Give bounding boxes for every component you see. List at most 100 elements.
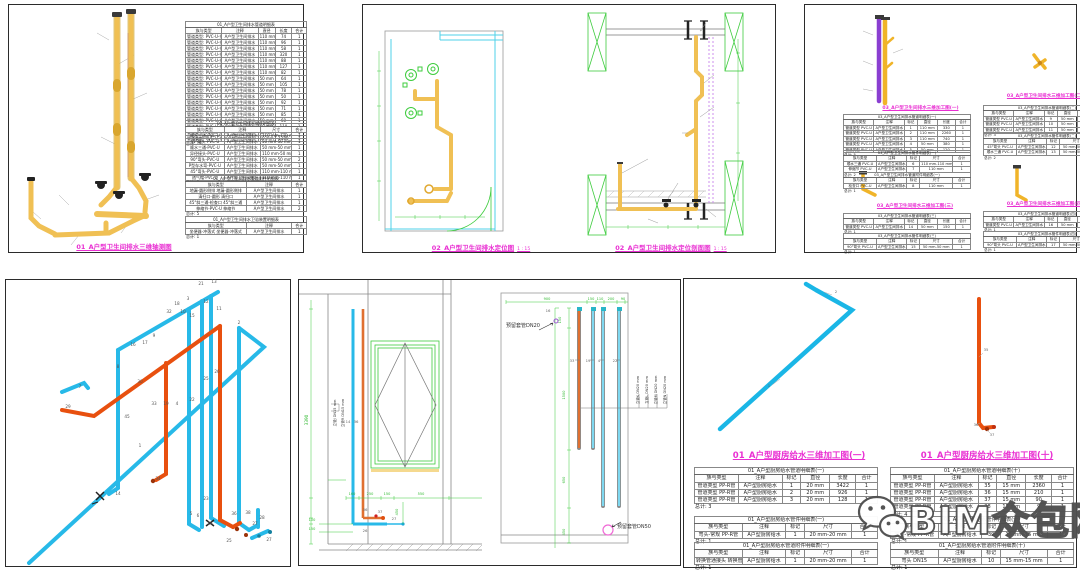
svg-text:26: 26	[207, 521, 213, 526]
svg-text:45: 45	[124, 414, 130, 419]
svg-text:8: 8	[117, 364, 120, 369]
schedule-accessories: 01_A户型卫生间排水管道附件明细表族与类型注释合计地漏-圆形侧排 地漏-圆形侧…	[185, 175, 307, 217]
svg-text:22: 22	[189, 397, 195, 402]
svg-text:150: 150	[558, 317, 562, 324]
top-dimension-line	[505, 300, 628, 548]
frame	[500, 292, 629, 544]
caption-supply-1: 01_A户型厨房给水三维加工图(一)	[732, 451, 866, 461]
svg-text:33: 33	[570, 358, 575, 363]
floor-drain-fittings	[27, 173, 151, 199]
svg-text:150: 150	[588, 297, 595, 301]
svg-text:900: 900	[544, 297, 551, 301]
svg-text:6: 6	[197, 513, 200, 518]
caption-part-3: 03_A户型卫生间排水三维加工图(三)	[876, 204, 954, 209]
sheet-drain-fabrication-parts: 03_A户型卫生间排水三维加工图(一) 03_A户型卫生间排水管道明细表(一)族…	[804, 4, 1080, 255]
left-dimensions	[309, 300, 482, 545]
svg-text:32: 32	[166, 309, 172, 314]
sleeve-dn50-arrow	[611, 521, 622, 528]
svg-text:2: 2	[835, 289, 838, 294]
svg-text:1: 1	[139, 443, 142, 448]
riser-label-bracket	[331, 403, 340, 412]
sleeve-dn20-symbol	[553, 318, 559, 324]
part-stack-pair	[862, 15, 904, 106]
svg-text:29: 29	[65, 404, 71, 409]
right-elev-dims	[567, 307, 571, 544]
caption-part-1: 03_A户型卫生间排水三维加工图(一)	[882, 106, 959, 111]
svg-text:90: 90	[621, 297, 625, 301]
svg-text:650: 650	[562, 477, 566, 484]
caption-part-2: 03_A户型卫生间排水三维加工图(二)	[1006, 94, 1080, 99]
slab-lines	[606, 28, 725, 211]
svg-text:450: 450	[395, 509, 399, 516]
svg-text:10: 10	[180, 309, 186, 314]
part2-fitting-schedule: 03_A户型卫生间排水管件明细表(二)族与类型注释标记尺寸合计45°弯头 PVC…	[982, 132, 1080, 160]
stack-top-caps	[112, 9, 136, 17]
svg-text:26: 26	[214, 369, 220, 374]
svg-text:14: 14	[115, 491, 121, 496]
svg-text:100: 100	[349, 492, 356, 496]
svg-text:18: 18	[174, 301, 180, 306]
left-elevation	[299, 280, 483, 552]
door-diamond	[374, 342, 437, 468]
supply10-fitting-schedule: 01_A户型厨房给水管件明细表(十)族与类型注释标记尺寸合计弯头-常规 PP-R…	[890, 515, 1074, 545]
svg-text:2: 2	[238, 320, 241, 325]
svg-text:150: 150	[309, 527, 316, 531]
svg-text:36: 36	[231, 511, 237, 516]
caption-part-4: 03_A户型卫生间排水三维加工图(四)	[1006, 202, 1080, 207]
part-short-stack	[1013, 165, 1028, 202]
watermark: BIM众包网	[856, 490, 1080, 545]
svg-text:250: 250	[367, 492, 374, 496]
p-trap-fittings	[662, 199, 701, 208]
svg-text:200: 200	[608, 297, 615, 301]
svg-text:37: 37	[990, 432, 995, 437]
sheet-bathroom-drain-isometric: 01_A户型卫生间排水管道明细表族与类型注释直径长度合计管道类型: PVC-U-…	[8, 4, 307, 253]
schedule-fixtures: 01_A户型卫生间排水卫浴装置明细表族与类型注释合计坐便器-冲落式 坐便器-冲落…	[185, 216, 307, 240]
wechat-logo-icon	[857, 495, 908, 541]
wall-columns	[587, 12, 744, 236]
wall-lines	[299, 280, 482, 551]
svg-text:22: 22	[613, 358, 618, 363]
svg-text:23: 23	[203, 496, 209, 501]
plan-dimensions	[377, 51, 485, 221]
svg-text:110: 110	[597, 297, 604, 301]
svg-text:37: 37	[378, 509, 383, 514]
svg-text:11: 11	[216, 306, 222, 311]
svg-text:27: 27	[392, 516, 397, 521]
cold-supply-pipe	[717, 281, 856, 432]
riser-label-bracket-2	[581, 394, 668, 409]
svg-text:预留套管DN50: 预留套管DN50	[617, 523, 651, 530]
section-view	[587, 12, 744, 236]
bathroom-drain-isometric-drawing	[27, 9, 160, 246]
leader-lines	[32, 32, 160, 246]
svg-text:33: 33	[151, 401, 157, 406]
svg-text:36: 36	[363, 507, 368, 512]
svg-text:5: 5	[190, 511, 193, 516]
door-swing-arc	[446, 186, 492, 232]
svg-text:16: 16	[546, 308, 551, 313]
svg-text:立管N DN20 mm: 立管N DN20 mm	[662, 375, 667, 404]
svg-text:35: 35	[984, 347, 989, 352]
svg-text:100: 100	[309, 518, 316, 522]
svg-text:16: 16	[130, 342, 136, 347]
sheet-bathroom-drain-location: 预留套管楼板面线伸缩节J型管卡J管检查口预留套管DN75 预留洞P型存水弯P型存…	[362, 4, 952, 253]
section-leaders	[621, 22, 717, 224]
right-elevation	[500, 292, 668, 548]
part3-pipe-schedule: 03_A户型卫生间排水管道明细表(三)族与类型注释标记直径长度合计管道类型 PV…	[842, 212, 972, 235]
floor-drain-symbols	[402, 63, 439, 119]
svg-text:27: 27	[266, 537, 272, 542]
